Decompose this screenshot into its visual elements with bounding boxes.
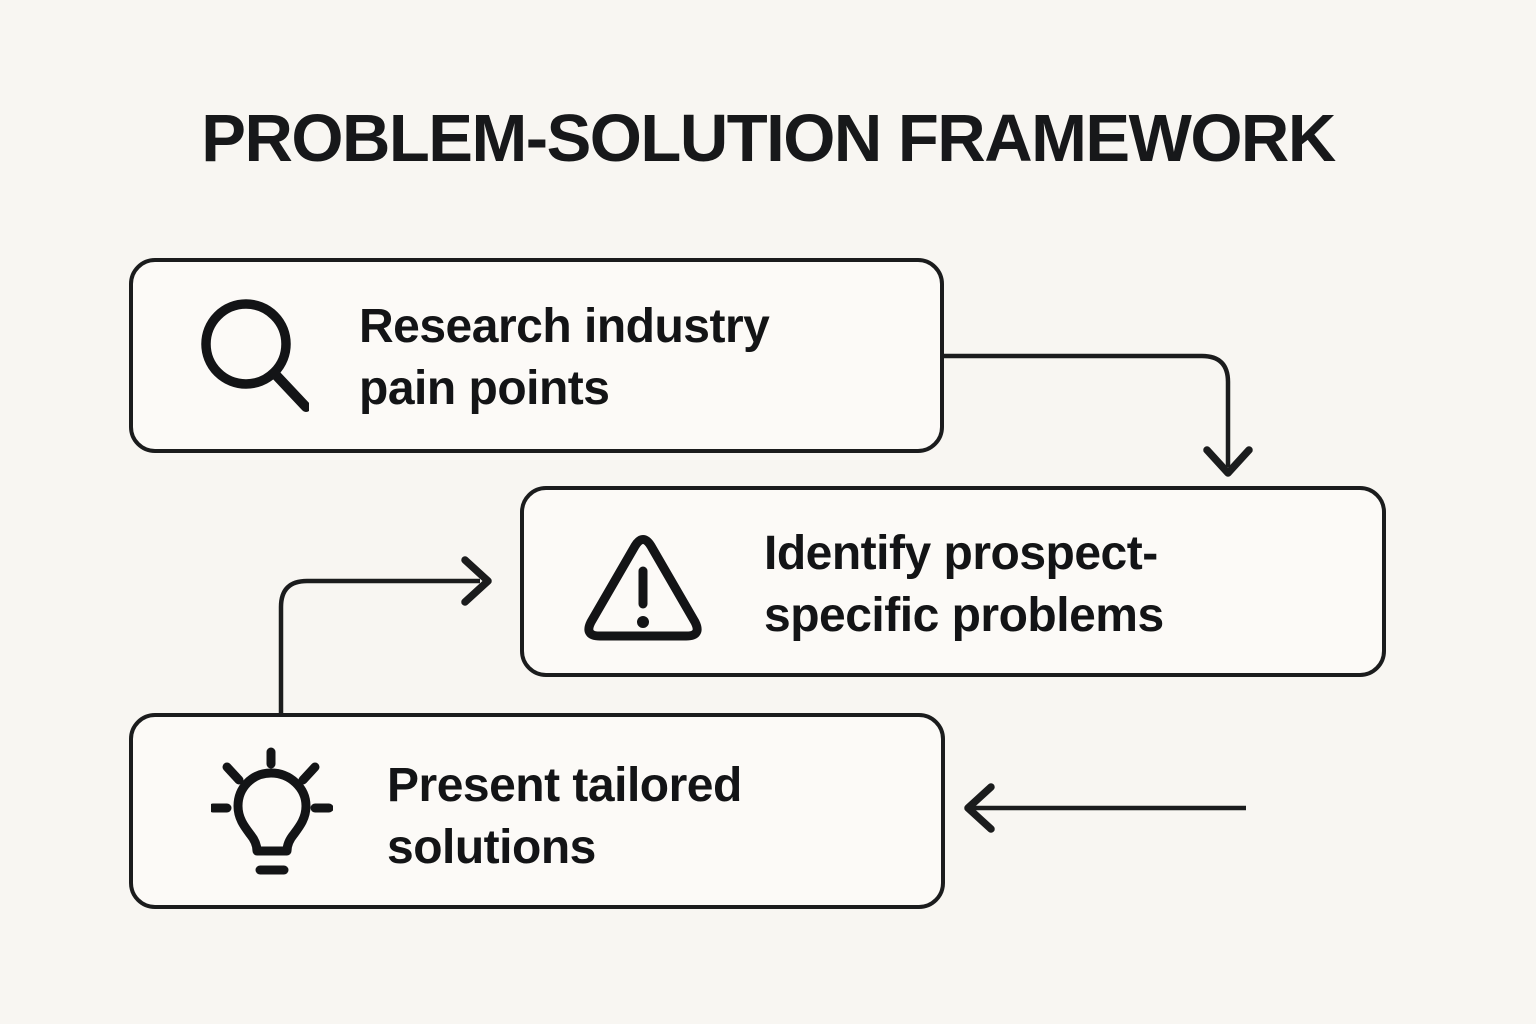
arrow-present-to-identify <box>278 556 492 713</box>
warning-triangle-icon <box>579 531 707 645</box>
step-box-research: Research industry pain points <box>129 258 944 453</box>
step-label-line2: pain points <box>359 362 610 415</box>
arrow-into-present <box>964 783 1246 833</box>
step-label-line1: Identify prospect- <box>764 527 1158 580</box>
step-label-line2: solutions <box>387 821 596 874</box>
step-label-research: Research industry pain points <box>359 296 770 420</box>
magnifier-icon <box>195 288 309 416</box>
step-box-present: Present tailored solutions <box>129 713 945 909</box>
step-label-identify: Identify prospect- specific problems <box>764 523 1164 647</box>
step-box-identify: Identify prospect- specific problems <box>520 486 1386 677</box>
step-label-line2: specific problems <box>764 589 1164 642</box>
step-label-line1: Present tailored <box>387 759 742 812</box>
step-label-present: Present tailored solutions <box>387 755 742 879</box>
lightbulb-icon <box>211 747 333 879</box>
step-label-line1: Research industry <box>359 300 770 353</box>
arrow-research-to-identify <box>944 353 1253 477</box>
diagram-title: PROBLEM-SOLUTION FRAMEWORK <box>201 101 1336 176</box>
